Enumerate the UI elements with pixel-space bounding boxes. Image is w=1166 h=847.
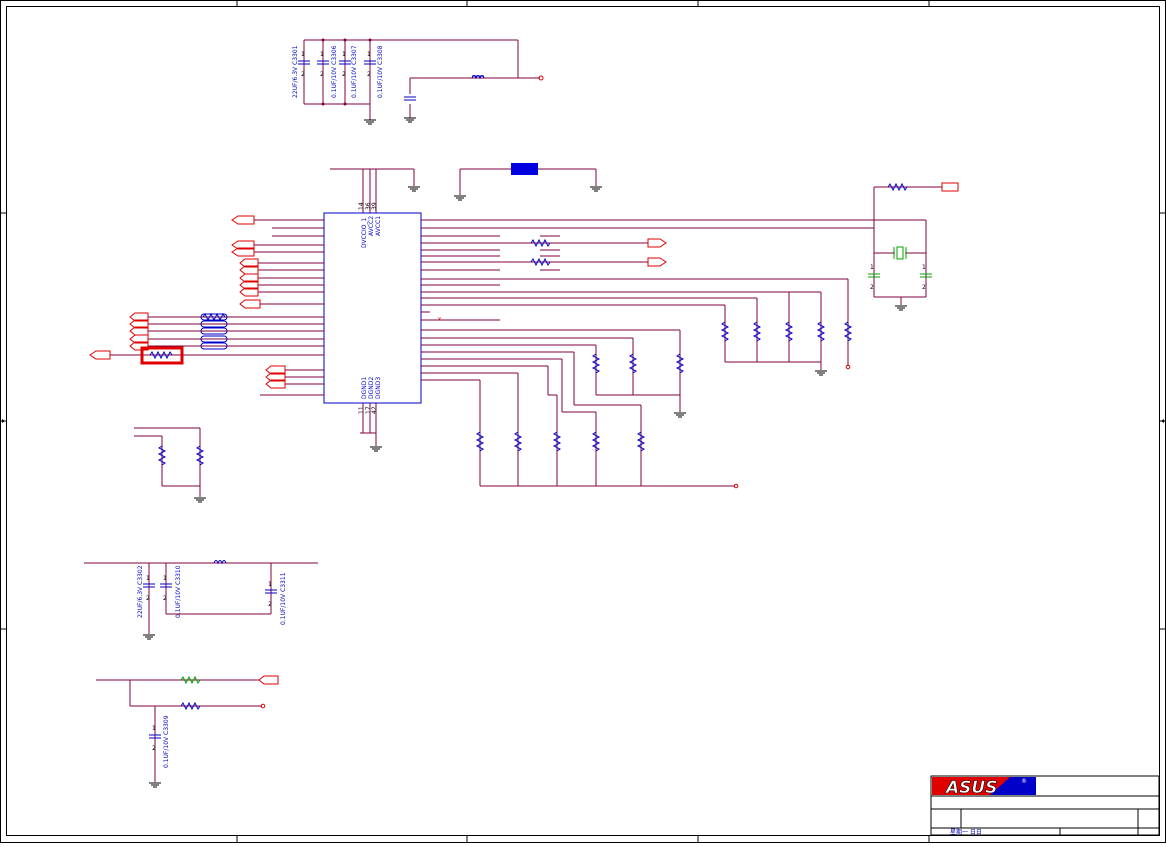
pin-num: 2 bbox=[870, 284, 874, 291]
cap-c3310-label: 0.1UF/10V C3310 bbox=[175, 565, 182, 618]
series-resistor bbox=[530, 257, 551, 267]
cap-c3306-label: 0.1UF/10V C3306 bbox=[331, 45, 338, 98]
pin-num: 1 bbox=[268, 581, 272, 588]
left-pulldown-pair bbox=[134, 427, 206, 503]
right-signal-nets: × bbox=[421, 219, 926, 489]
bottom-decoupling-caps: 22UF/6.3V C3302 0.1UF/10V C3310 0.1UF/10… bbox=[84, 560, 318, 640]
pin-num: 1 bbox=[146, 575, 150, 582]
asus-logo-text: ASUS bbox=[944, 778, 997, 798]
ground-pin-num-3: 42 bbox=[371, 406, 378, 414]
pin-num: 2 bbox=[268, 601, 272, 608]
left-signal-nets bbox=[89, 215, 324, 396]
title-footer-label: 星期一 日日 bbox=[950, 828, 982, 836]
cap-c3311-label: 0.1UF/10V C3311 bbox=[280, 572, 287, 625]
pin-num: 1 bbox=[301, 51, 305, 58]
power-pin-name-3: AVCC1 bbox=[375, 216, 382, 236]
title-block: ASUS ® 星期一 日日 bbox=[930, 775, 1160, 836]
bottom-filter: 0.1UF/10V C3309 1 2 bbox=[96, 675, 279, 788]
cap-c3309-label: 0.1UF/10V C3309 bbox=[163, 715, 170, 768]
crystal-oscillator: 1 2 1 2 bbox=[868, 182, 959, 311]
pin-num: 2 bbox=[301, 71, 305, 78]
ground-symbol bbox=[364, 117, 416, 125]
cap-c3308-label: 0.1UF/10V C3308 bbox=[377, 45, 384, 98]
power-pin-name-2: AVCC2 bbox=[368, 216, 375, 236]
series-resistor bbox=[530, 238, 551, 248]
pin-num: 2 bbox=[922, 284, 926, 291]
pin-num: 2 bbox=[367, 71, 371, 78]
pin-num: 1 bbox=[152, 725, 156, 732]
pin-num: 2 bbox=[146, 595, 150, 602]
asus-logo: ASUS ® bbox=[932, 777, 1036, 798]
highlighted-resistor bbox=[149, 350, 173, 360]
top-decoupling-caps: 22UF/6.3V C3301 0.1UF/10V C3306 0.1UF/10… bbox=[292, 38, 544, 125]
pin-num: 1 bbox=[870, 264, 874, 271]
power-pin-name-1: DVCCIO_1 bbox=[361, 218, 368, 248]
ground-pin-name-1: DGND1 bbox=[361, 377, 368, 399]
pin-num: 1 bbox=[922, 264, 926, 271]
pin-num: 1 bbox=[367, 51, 371, 58]
power-pin-num-2: 36 bbox=[365, 202, 372, 210]
cap-c3307-label: 0.1UF/10V C3307 bbox=[351, 45, 358, 98]
ferrite-bead-top bbox=[471, 75, 485, 80]
ground-pin-name-2: DGND2 bbox=[368, 377, 375, 399]
cap-c3301-label: 22UF/6.3V C3301 bbox=[292, 45, 299, 98]
power-pin-num-1: 14 bbox=[358, 202, 365, 210]
cap-c3302-label: 22UF/6.3V C3302 bbox=[137, 565, 144, 618]
highlighted-resistor-box[interactable] bbox=[140, 346, 184, 365]
registered-mark: ® bbox=[1021, 778, 1027, 785]
ground-pin-num-2: 17 bbox=[365, 406, 372, 414]
pin-num: 2 bbox=[342, 71, 346, 78]
pin-num: 1 bbox=[163, 575, 167, 582]
nc-mark: × bbox=[437, 316, 442, 323]
pin-num: 2 bbox=[320, 71, 324, 78]
series-resistor-pack bbox=[200, 312, 228, 350]
ground-pin-name-3: DGND3 bbox=[375, 377, 382, 399]
main-ic: DVCCIO_1 AVCC2 AVCC1 14 36 39 DGND1 DGND… bbox=[323, 202, 422, 452]
blue-block-component bbox=[511, 163, 538, 175]
ground-pin-num-1: 11 bbox=[358, 406, 365, 414]
pin-num: 1 bbox=[320, 51, 324, 58]
chip-power-rails bbox=[330, 163, 602, 213]
pin-num: 2 bbox=[152, 745, 156, 752]
pin-num: 2 bbox=[163, 595, 167, 602]
power-pin-num-3: 39 bbox=[371, 202, 378, 210]
pin-num: 1 bbox=[342, 51, 346, 58]
